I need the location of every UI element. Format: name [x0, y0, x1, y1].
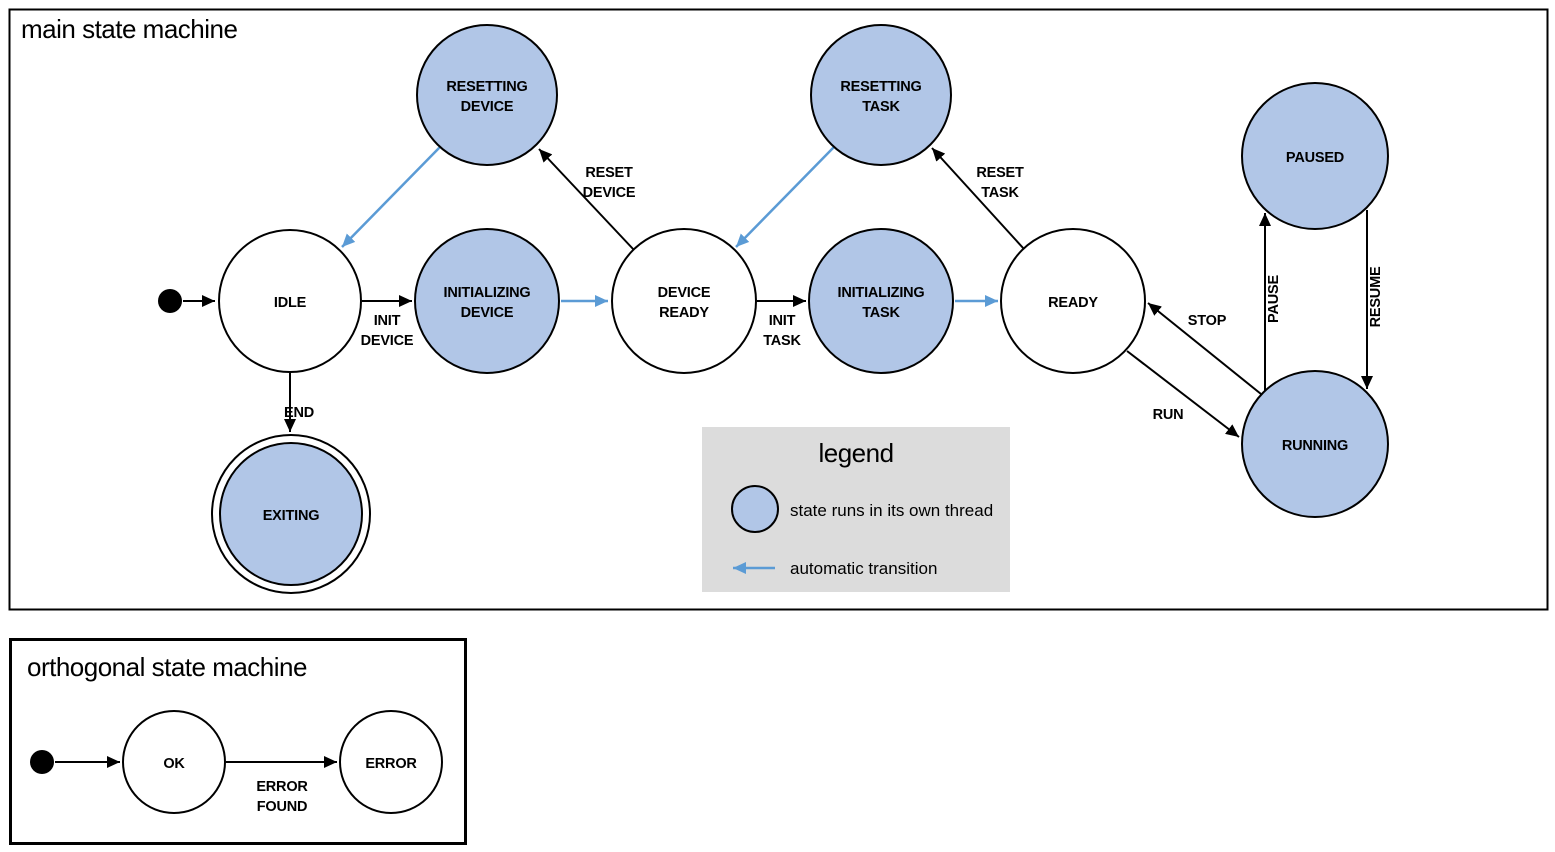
state-resetting-device-label-line2: DEVICE: [461, 99, 514, 115]
orthogonal-title: orthogonal state machine: [27, 652, 307, 682]
state-initializing-task-label-line1: INITIALIZING: [837, 285, 924, 301]
state-ok-label: OK: [163, 756, 185, 772]
transition-end-label: END: [284, 405, 314, 421]
state-device-ready-circle: [611, 228, 757, 374]
transition-pause-label: PAUSE: [1266, 275, 1282, 323]
transition-run-label: RUN: [1153, 407, 1184, 423]
state-error-label: ERROR: [365, 756, 417, 772]
transition-reset-device: [538, 148, 635, 251]
transition-stop: [1147, 302, 1262, 395]
main-initial-state-dot: [158, 289, 182, 313]
orthogonal-state-machine: orthogonal state machine OK ERROR FOUND …: [9, 638, 467, 845]
transition-stop-label: STOP: [1188, 313, 1227, 329]
transition-init-task-label-line1: INIT: [769, 313, 796, 329]
auto-transition-resetting-device-to-idle: [341, 146, 441, 248]
transition-reset-task-label-line1: RESET: [976, 165, 1024, 181]
state-error-circle: [339, 710, 443, 814]
orthogonal-initial-state-dot: [30, 750, 54, 774]
legend-auto-label: automatic transition: [790, 559, 937, 578]
state-idle-circle: [218, 229, 362, 373]
state-initializing-task-label-line2: TASK: [862, 305, 900, 321]
transition-resume-label: RESUME: [1368, 266, 1384, 327]
transition-init-device-label-line2: DEVICE: [361, 333, 414, 349]
transition-error-found-label-line2: FOUND: [257, 799, 308, 815]
transition-init-task-label-line2: TASK: [763, 333, 801, 349]
main-title: main state machine: [21, 14, 237, 44]
state-resetting-device-label-line1: RESETTING: [446, 79, 527, 95]
state-resetting-task-circle: [810, 24, 952, 166]
state-initializing-device-label-line1: INITIALIZING: [443, 285, 530, 301]
legend-title: legend: [818, 438, 893, 468]
transition-init-device-label-line1: INIT: [374, 313, 401, 329]
state-resetting-device-circle: [416, 24, 558, 166]
state-initializing-device-label-line2: DEVICE: [461, 305, 514, 321]
state-running-circle: [1241, 370, 1389, 518]
transition-error-found-label-line1: ERROR: [256, 779, 308, 795]
state-paused-label: PAUSED: [1286, 150, 1344, 166]
state-running-label: RUNNING: [1282, 438, 1348, 454]
state-resetting-task-label-line1: RESETTING: [840, 79, 921, 95]
state-ready-circle: [1000, 228, 1146, 374]
state-ok-circle: [122, 710, 226, 814]
state-ready-label: READY: [1048, 295, 1098, 311]
state-idle-label: IDLE: [274, 295, 307, 311]
state-device-ready-label-line1: DEVICE: [658, 285, 711, 301]
state-initializing-task-circle: [808, 228, 954, 374]
legend-thread-state-icon: [731, 485, 779, 533]
transition-reset-device-label-line2: DEVICE: [583, 185, 636, 201]
transition-run: [1126, 350, 1240, 438]
transition-reset-task-label-line2: TASK: [981, 185, 1019, 201]
auto-transition-resetting-task-to-device-ready: [735, 146, 835, 248]
state-resetting-task-label-line2: TASK: [862, 99, 900, 115]
transition-reset-device-label-line1: RESET: [585, 165, 633, 181]
legend-thread-label: state runs in its own thread: [790, 501, 993, 520]
state-paused-circle: [1241, 82, 1389, 230]
state-initializing-device-circle: [414, 228, 560, 374]
state-exiting-label: EXITING: [263, 508, 320, 524]
transition-reset-task: [931, 147, 1025, 250]
state-device-ready-label-line2: READY: [659, 305, 709, 321]
legend: legend state runs in its own thread auto…: [702, 427, 1010, 592]
state-exiting-inner-circle: [219, 442, 363, 586]
